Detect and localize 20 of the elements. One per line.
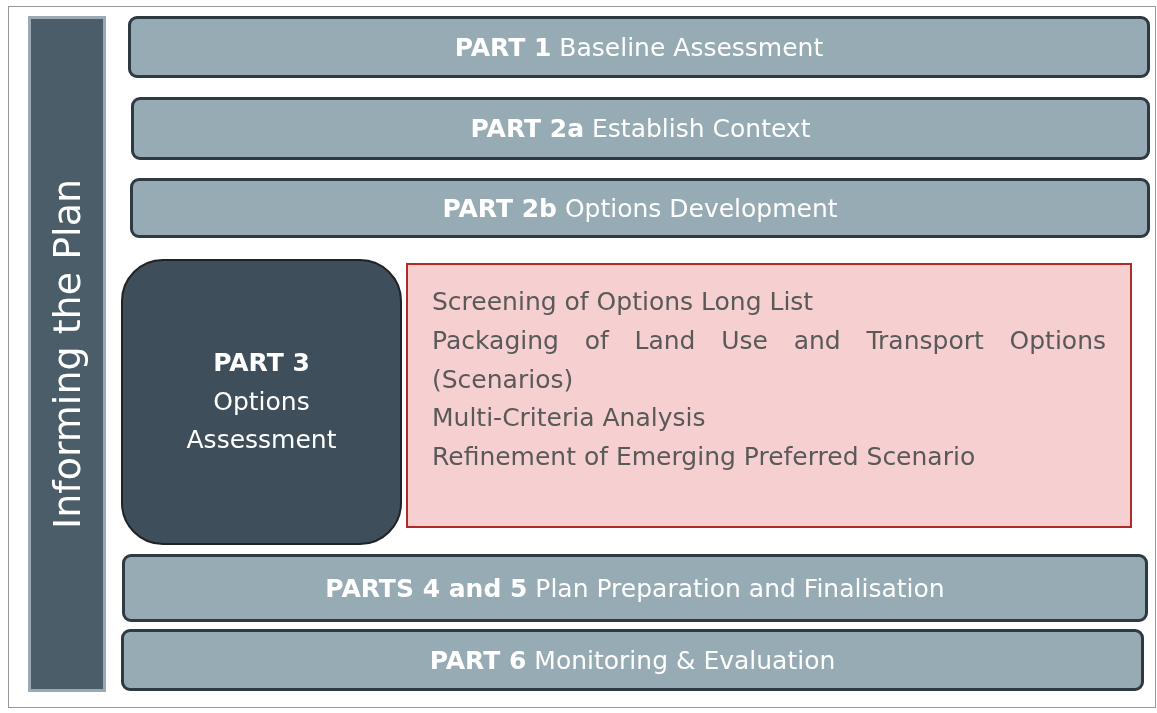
list-item: Screening of Options Long List bbox=[432, 286, 815, 318]
stage-label: Informing the Plan bbox=[45, 179, 89, 529]
stage-bar bbox=[130, 178, 1150, 238]
stage-bar bbox=[131, 97, 1150, 160]
stage-box bbox=[121, 259, 402, 545]
stage-label: Options Assessment bbox=[185, 385, 338, 457]
stage-label: PART 2b Options Development bbox=[442, 193, 838, 223]
stage-bar bbox=[128, 16, 1150, 78]
stage-bar bbox=[122, 554, 1148, 622]
stage-label: PART 2a Establish Context bbox=[470, 114, 811, 143]
list-item: Multi-Criteria Analysis bbox=[432, 402, 707, 435]
task-list-box bbox=[406, 263, 1132, 528]
stage-bar bbox=[121, 629, 1144, 691]
stage-label: PARTS 4 and 5 Plan Preparation and Finalisation bbox=[325, 573, 945, 603]
list-item: Refinement of Emerging Preferred Scenario bbox=[432, 441, 977, 473]
stage-label: PART 6 Monitoring & Evaluation bbox=[429, 645, 836, 675]
list-item: Packaging of Land Use and Transport Options (Scenarios) bbox=[432, 324, 1106, 396]
stage-heading: PART 3 bbox=[213, 346, 310, 379]
stage-label: PART 1 Baseline Assessment bbox=[454, 32, 824, 62]
vertical-band bbox=[28, 16, 106, 692]
